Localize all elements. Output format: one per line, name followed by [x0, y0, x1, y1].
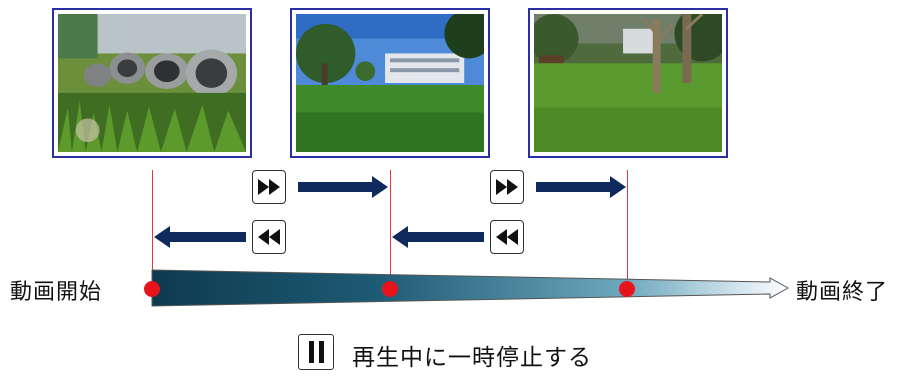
rewind-button-1[interactable] — [252, 220, 286, 254]
fast-forward-button-2[interactable] — [490, 170, 524, 204]
position-line-2 — [390, 170, 391, 290]
pause-description: 再生中に一時停止する — [352, 345, 592, 371]
pause-icon — [308, 341, 314, 363]
video-end-label: 動画終了 — [796, 280, 889, 305]
forward-arrow-2 — [536, 176, 626, 198]
video-start-label: 動画開始 — [10, 280, 103, 305]
rewind-arrow-1 — [154, 226, 246, 248]
campus-lawn-image — [296, 14, 484, 152]
thumbnail-2 — [290, 8, 490, 158]
rewind-arrow-2 — [392, 226, 484, 248]
fast-forward-button-1[interactable] — [252, 170, 286, 204]
position-marker-1 — [144, 281, 160, 297]
fast-forward-icon — [258, 179, 280, 195]
pause-icon-bar — [318, 341, 324, 363]
pause-button[interactable] — [298, 334, 334, 370]
position-marker-2 — [382, 281, 398, 297]
position-line-3 — [627, 170, 628, 290]
rewind-icon — [496, 229, 518, 245]
thumbnail-1 — [52, 8, 252, 158]
forward-arrow-1 — [298, 176, 388, 198]
thumbnail-3 — [528, 8, 728, 158]
rewind-button-2[interactable] — [490, 220, 524, 254]
timeline-bar[interactable] — [150, 268, 792, 308]
position-line-1 — [152, 170, 153, 290]
position-marker-3 — [619, 281, 635, 297]
rewind-icon — [258, 229, 280, 245]
park-trees-image — [534, 14, 722, 152]
pipes-in-grass-image — [58, 14, 246, 152]
fast-forward-icon — [496, 179, 518, 195]
